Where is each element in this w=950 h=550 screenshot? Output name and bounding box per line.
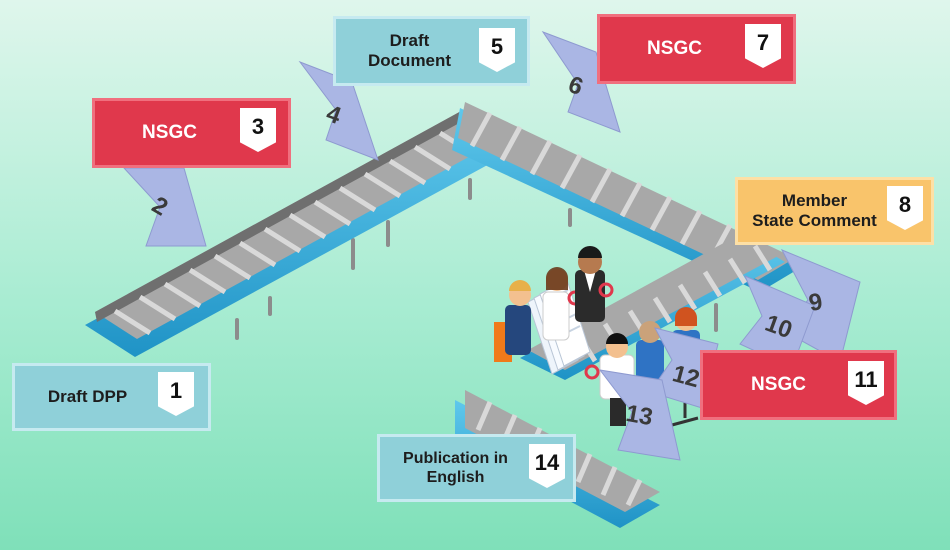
flag-9-number: 9 (807, 288, 825, 317)
step-8-badge: 8 (887, 186, 923, 230)
step-5-badge: 5 (479, 28, 515, 72)
step-7-label: NSGC (647, 37, 702, 59)
worker-suit-man-icon (575, 246, 614, 322)
step-14-box: Publication in English 14 (377, 434, 576, 502)
step-11-badge: 11 (848, 361, 884, 405)
step-14-label-line1: Publication in (403, 449, 508, 467)
flag-13-number: 13 (624, 400, 655, 431)
conveyor-belt-top-right (452, 102, 800, 292)
step-3-box: NSGC 3 (92, 98, 291, 168)
step-1-box: Draft DPP 1 (12, 363, 211, 431)
step-5-label-line1: Draft (389, 30, 430, 50)
conveyor-belt-left (85, 110, 515, 357)
step-8-label-line1: Member (781, 190, 848, 210)
step-1-badge: 1 (158, 372, 194, 416)
worker-blonde-man-icon (494, 280, 531, 362)
step-5-label-line2: Document (367, 51, 452, 70)
step-14-label-line2: English (426, 469, 485, 486)
step-3-badge: 3 (240, 108, 276, 152)
step-11-box: NSGC 11 (700, 350, 897, 420)
flag-2-icon (122, 167, 207, 247)
step-11-label: NSGC (751, 373, 806, 395)
step-5-box: Draft Document 5 (333, 16, 530, 86)
step-8-box: Member State Comment 8 (735, 177, 934, 245)
worker-back-man-icon (636, 321, 664, 384)
flag-6-icon (541, 30, 621, 133)
step-7-badge: 7 (745, 24, 781, 68)
flag-13-icon (598, 369, 681, 461)
step-3-label: NSGC (142, 121, 197, 143)
worker-woman-icon (542, 267, 583, 341)
step-14-badge: 14 (529, 444, 565, 488)
step-8-label-line2: State Comment (752, 211, 877, 230)
step-1-label: Draft DPP (47, 386, 128, 406)
conveyor-legs (235, 178, 718, 522)
step-7-box: NSGC 7 (597, 14, 796, 84)
